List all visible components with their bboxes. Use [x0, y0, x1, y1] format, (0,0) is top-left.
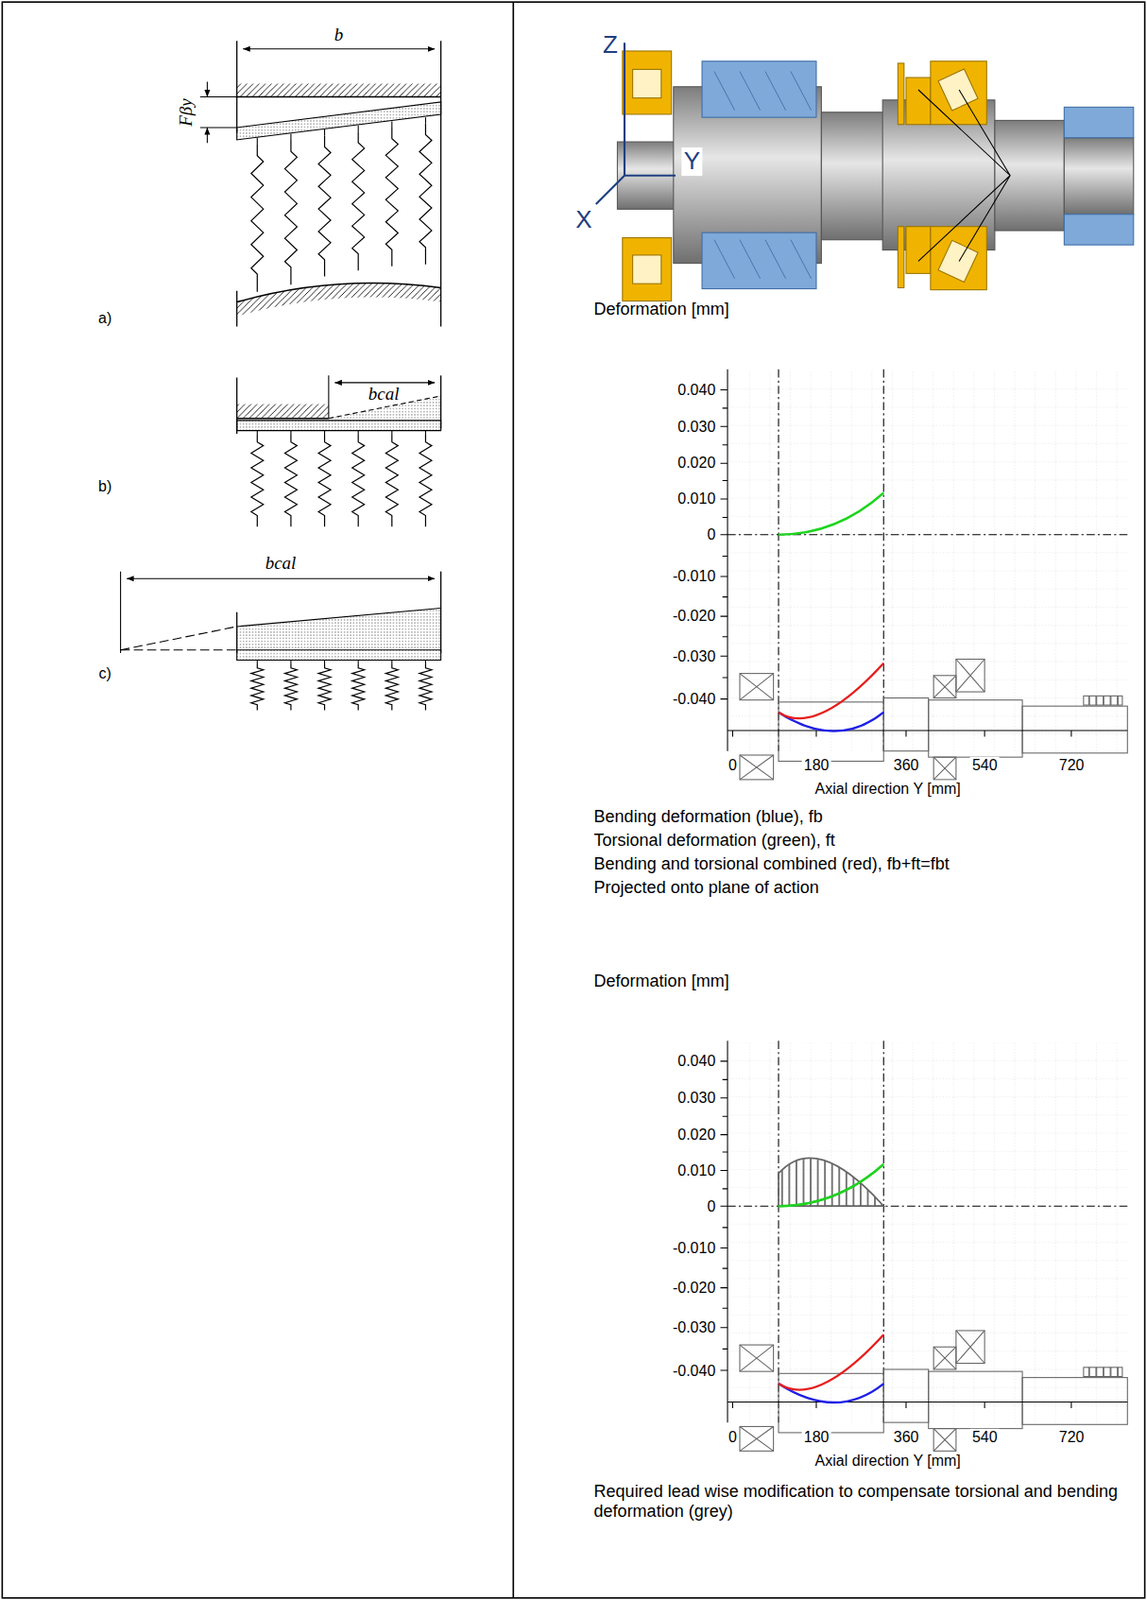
caption-text: Projected onto plane of action [594, 876, 820, 897]
tick-label: 360 [891, 756, 922, 774]
tick-label: 540 [970, 1427, 1000, 1445]
tick-label: -0.020 [670, 1279, 718, 1297]
tick-label: 0.040 [675, 1052, 718, 1070]
tick-label: 0.020 [675, 454, 718, 472]
dimension-label: Fβy [175, 98, 197, 127]
lead-modification [778, 1157, 884, 1206]
deformation-chart [719, 369, 1128, 780]
dimension-label: bcal [368, 383, 400, 405]
tick-label: 0.010 [675, 490, 718, 508]
figure-label: c) [99, 665, 112, 683]
spring-model-a [200, 40, 442, 326]
tick-label: -0.040 [670, 690, 718, 708]
tick-label: -0.020 [670, 607, 718, 625]
figure-label: b) [98, 478, 112, 496]
tick-label: 0.010 [675, 1162, 718, 1180]
caption-text: Deformation [mm] [594, 299, 730, 320]
shaft-drawing [596, 42, 1134, 301]
tick-label: 180 [802, 756, 832, 774]
tick-label: 0.040 [675, 380, 718, 398]
axis-name: Z [600, 31, 620, 60]
tick-label: 0 [704, 1197, 718, 1215]
spring-model-c [120, 571, 442, 711]
tick-label: 0.030 [675, 1089, 718, 1107]
tick-label: 0 [726, 1427, 739, 1445]
tick-label: -0.040 [670, 1361, 718, 1379]
tick-label: -0.030 [670, 647, 718, 665]
tick-label: Axial direction Y [mm] [813, 780, 963, 798]
axis-name: X [573, 205, 594, 235]
spring-model-b [237, 375, 442, 527]
tick-label: 720 [1057, 1427, 1087, 1445]
tick-label: 0.020 [675, 1126, 718, 1144]
tick-label: -0.030 [670, 1318, 718, 1336]
tick-label: -0.010 [670, 567, 718, 585]
caption-text: Required lead wise modification to compe… [594, 1481, 1135, 1521]
caption-text: Torsional deformation (green), ft [594, 830, 836, 851]
tick-label: 720 [1057, 756, 1087, 774]
dimension-label: b [334, 24, 344, 46]
tick-label: 0 [704, 526, 718, 544]
caption-text: Bending and torsional combined (red), fb… [594, 853, 950, 874]
caption-text: Bending deformation (blue), fb [594, 806, 823, 827]
tick-label: 0.030 [675, 417, 718, 435]
tick-label: -0.010 [670, 1239, 718, 1257]
tick-label: 360 [891, 1427, 922, 1445]
dimension-label: bcal [265, 552, 297, 574]
figure-label: a) [98, 309, 112, 327]
tick-label: 0 [726, 756, 739, 774]
axis-name: Y [682, 147, 702, 176]
tick-label: 180 [802, 1427, 832, 1445]
caption-text: Deformation [mm] [594, 971, 730, 992]
tick-label: Axial direction Y [mm] [813, 1451, 963, 1469]
tick-label: 540 [970, 756, 1000, 774]
